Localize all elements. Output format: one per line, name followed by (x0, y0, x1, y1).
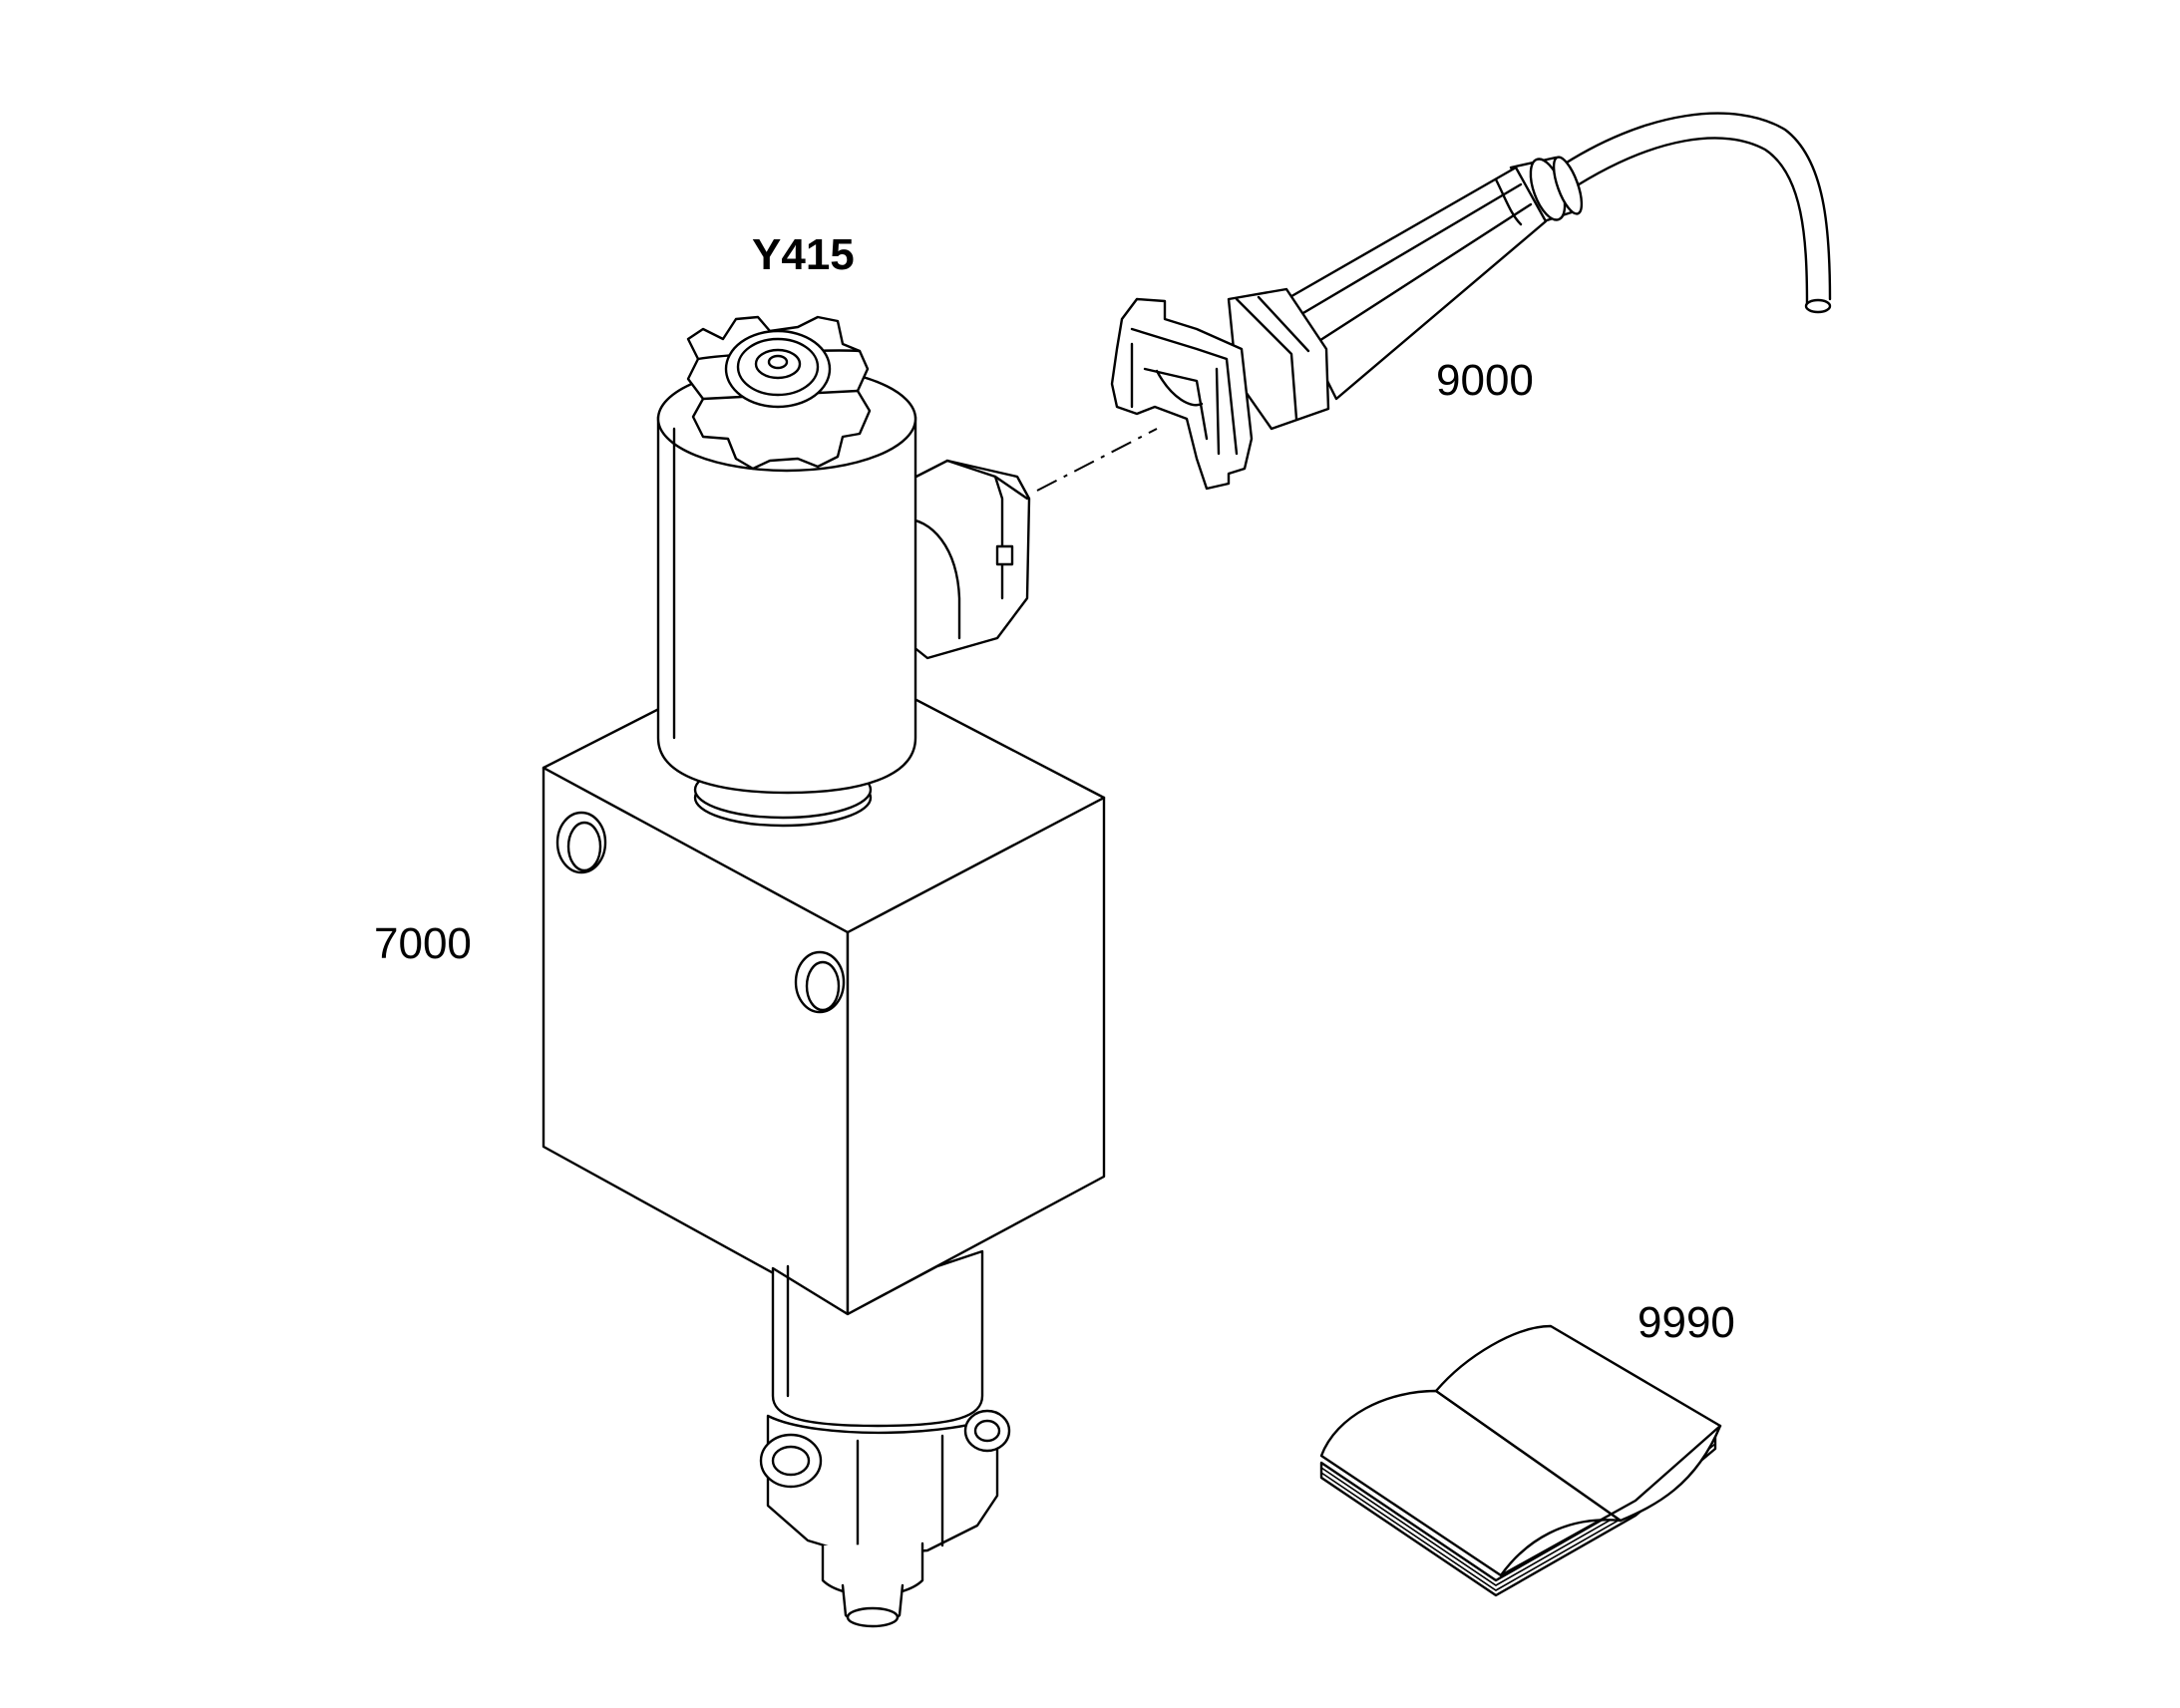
solenoid-y415 (656, 315, 1031, 828)
callout-9990-label: 9990 (1637, 1298, 1735, 1347)
instruction-manual-9990 (1319, 1324, 1722, 1597)
callout-9000-label: 9000 (1436, 356, 1534, 405)
callout-7000-label: 7000 (374, 919, 472, 968)
cable-assembly-9000 (1110, 112, 1832, 491)
valve-cartridge (759, 1249, 1011, 1628)
alignment-line (1036, 428, 1158, 492)
callout-y415-label: Y415 (752, 230, 855, 279)
